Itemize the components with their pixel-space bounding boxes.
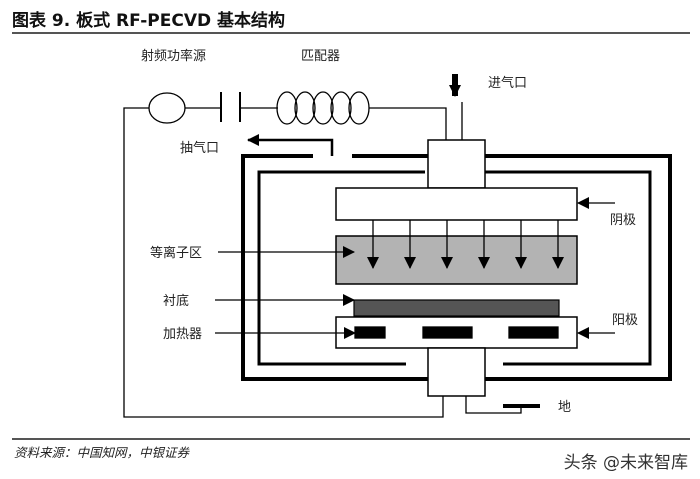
exhaust-arrow-icon <box>247 134 334 156</box>
label-rf-source: 射频功率源 <box>141 48 206 64</box>
inner-chamber-wall <box>257 170 652 366</box>
figure-title: 图表 9. 板式 RF-PECVD 基本结构 <box>12 11 286 31</box>
label-anode: 阳极 <box>612 313 638 328</box>
matcher-coil-icon <box>276 91 370 125</box>
substrate <box>353 299 560 317</box>
circuit-wire-left <box>123 107 444 418</box>
label-exhaust: 抽气口 <box>180 140 219 156</box>
label-heater: 加热器 <box>163 327 202 342</box>
title-rule <box>12 32 690 34</box>
gas-flow-arrows <box>367 220 564 269</box>
label-matcher: 匹配器 <box>301 49 340 64</box>
rf-source-icon <box>148 92 186 124</box>
label-cathode: 阴极 <box>610 213 636 228</box>
heater-element <box>354 326 386 339</box>
footer-rule <box>12 438 690 440</box>
support-stem <box>427 347 486 397</box>
circuit-wire-right <box>369 102 463 140</box>
label-plasma: 等离子区 <box>150 245 202 261</box>
gas-distribution-head <box>427 139 486 189</box>
outer-chamber-wall <box>241 154 672 381</box>
source-note: 资料来源：中国知网，中银证券 <box>14 445 190 460</box>
watermark: 头条 @未来智库 <box>563 453 688 473</box>
cathode-plate <box>335 187 578 221</box>
heater-element <box>422 326 473 339</box>
plasma-region <box>335 235 578 285</box>
ground-wire <box>465 396 522 414</box>
label-ground: 地 <box>558 400 571 415</box>
label-gas-inlet: 进气口 <box>488 75 527 91</box>
label-substrate: 衬底 <box>163 293 189 309</box>
capacitor-icon <box>220 92 241 122</box>
heater-element <box>508 326 559 339</box>
